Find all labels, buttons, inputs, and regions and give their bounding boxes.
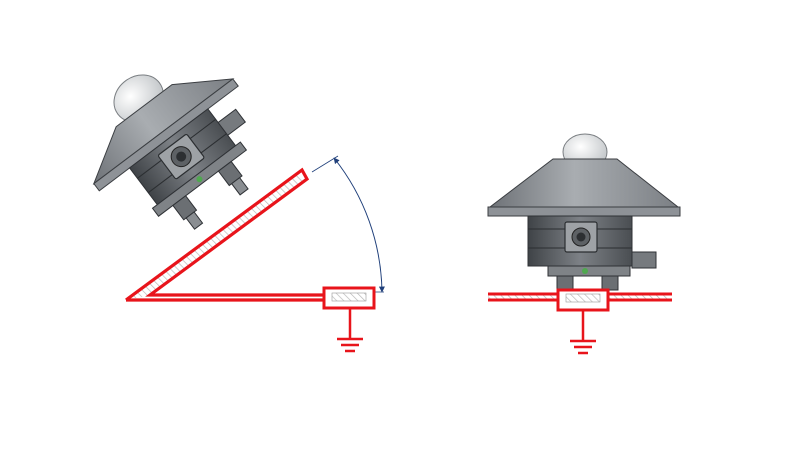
angle-dimension-icon: [311, 155, 385, 293]
tilted-mounting-view: [92, 74, 385, 353]
horizontal-mounting-view: [487, 133, 681, 355]
pyranometer-icon: [92, 74, 249, 230]
horizontal-clamp-box: [556, 288, 610, 312]
tilted-mount-plate: [125, 167, 323, 302]
ground-symbol-icon: [337, 308, 363, 353]
tilted-clamp-box: [322, 286, 376, 310]
ground-symbol-icon: [570, 310, 596, 355]
pyranometer-icon: [487, 133, 681, 291]
